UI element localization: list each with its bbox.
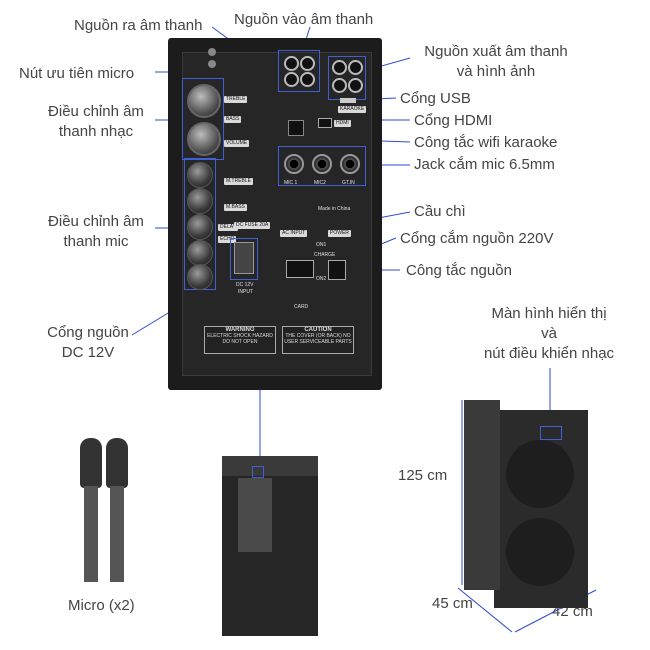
label-depth: 45 cm bbox=[432, 595, 473, 612]
m-treble-tag: M.TREBLE bbox=[224, 178, 254, 185]
warning-text: ELECTRIC SHOCK HAZARD DO NOT OPEN bbox=[207, 333, 273, 345]
power-tag: POWER bbox=[328, 230, 351, 237]
speaker-woofer-top bbox=[506, 440, 574, 508]
power-switch[interactable] bbox=[328, 260, 346, 280]
mic-priority-button[interactable] bbox=[208, 48, 216, 56]
label-power-port: Cổng cắm nguồn 220V bbox=[400, 230, 554, 247]
label-display: Màn hình hiển thị và nút điều khiển nhạc bbox=[464, 304, 634, 364]
card-label: CARD bbox=[294, 304, 309, 310]
m-treble-knob[interactable] bbox=[187, 188, 213, 214]
caution-title: CAUTION bbox=[304, 327, 332, 333]
dc-input-label-1: DC 12V bbox=[236, 282, 254, 288]
display-highlight bbox=[540, 426, 562, 440]
bass-tag: BASS bbox=[224, 116, 242, 123]
echo-tag: ECHO bbox=[218, 236, 237, 243]
mic2-jack[interactable] bbox=[312, 154, 332, 174]
speaker-back-top bbox=[222, 456, 318, 476]
label-mic-adjust-line1: Điều chỉnh âm bbox=[48, 213, 144, 230]
label-mic-adjust: Điều chỉnh âm thanh mic bbox=[30, 212, 162, 252]
label-usb: Cổng USB bbox=[400, 90, 471, 107]
label-power-switch: Công tắc nguồn bbox=[406, 262, 512, 279]
dc-highlight bbox=[230, 238, 258, 280]
rear-panel: KARAOKE TREBLE BASS VOLUME HDMI MIC 1 MI… bbox=[168, 38, 382, 390]
rca-av-3[interactable] bbox=[332, 78, 347, 93]
label-music-adjust: Điều chỉnh âm thanh nhạc bbox=[30, 102, 162, 142]
caution-text: THE COVER (OR BACK) NO USER SERVICEABLE … bbox=[284, 333, 352, 345]
rca-in-left[interactable] bbox=[284, 56, 299, 71]
label-fuse: Cầu chì bbox=[414, 203, 466, 220]
m-bass-tag: M.BASS bbox=[224, 204, 247, 211]
rca-av-1[interactable] bbox=[332, 60, 347, 75]
rca-av-2[interactable] bbox=[348, 60, 363, 75]
dc-fuse-tag: DC FUSE 20A bbox=[234, 222, 271, 229]
music-knobs-highlight bbox=[182, 78, 224, 160]
echo-knob[interactable] bbox=[187, 240, 213, 266]
on1-label: ON1 bbox=[316, 242, 327, 248]
usb-port[interactable] bbox=[340, 98, 356, 103]
mic-volume-knob[interactable] bbox=[187, 162, 213, 188]
wifi-karaoke-switch[interactable] bbox=[288, 120, 304, 136]
mic-jack-highlight bbox=[278, 146, 366, 186]
mic1-body bbox=[84, 486, 98, 582]
label-mic-jack: Jack cắm mic 6.5mm bbox=[414, 156, 555, 173]
label-audio-in: Nguồn vào âm thanh bbox=[234, 11, 374, 28]
label-music-adjust-line1: Điều chỉnh âm bbox=[48, 103, 144, 120]
mic1-head bbox=[80, 438, 102, 488]
mic1-jack[interactable] bbox=[284, 154, 304, 174]
label-av-out-line1: Nguồn xuất âm thanh bbox=[424, 43, 568, 60]
made-in-label: Made in China bbox=[318, 206, 351, 212]
dc-input-label-2: INPUT bbox=[238, 289, 253, 295]
speaker-back-panel bbox=[238, 478, 272, 552]
rca-out-right[interactable] bbox=[300, 72, 315, 87]
hdmi-tag: HDMI bbox=[334, 120, 351, 127]
label-wifi-switch: Công tắc wifi karaoke bbox=[414, 134, 558, 151]
speaker-woofer-bottom bbox=[506, 518, 574, 586]
mic2-body bbox=[110, 486, 124, 582]
caution-box: CAUTION THE COVER (OR BACK) NO USER SERV… bbox=[282, 326, 354, 354]
mic2-label: MIC2 bbox=[314, 180, 326, 186]
speaker-back-highlight bbox=[252, 466, 264, 478]
label-dc-port: Cổng nguồn DC 12V bbox=[38, 323, 138, 363]
mic2-head bbox=[106, 438, 128, 488]
label-av-out-line2: và hình ảnh bbox=[456, 63, 536, 80]
label-mic-adjust-line2: thanh mic bbox=[63, 233, 129, 250]
label-height: 125 cm bbox=[398, 467, 448, 484]
volume-tag: VOLUME bbox=[224, 140, 250, 147]
charge-label: CHARGE bbox=[314, 252, 336, 258]
bass-knob[interactable] bbox=[187, 122, 221, 156]
gtin-jack[interactable] bbox=[340, 154, 360, 174]
karaoke-tag: KARAOKE bbox=[338, 106, 367, 113]
label-av-out: Nguồn xuất âm thanh và hình ảnh bbox=[414, 42, 578, 82]
rca-in-right[interactable] bbox=[300, 56, 315, 71]
warning-box: WARNING ELECTRIC SHOCK HAZARD DO NOT OPE… bbox=[204, 326, 276, 354]
speaker-side bbox=[464, 400, 500, 590]
label-micro: Micro (x2) bbox=[68, 597, 135, 614]
label-dc-port-line1: Cổng nguồn bbox=[47, 324, 129, 341]
warning-title: WARNING bbox=[225, 327, 255, 333]
label-mic-priority: Nút ưu tiên micro bbox=[19, 65, 135, 82]
delay-tag: DELAY bbox=[218, 224, 239, 231]
label-audio-out: Nguồn ra âm thanh bbox=[74, 17, 203, 34]
gtin-label: GT.IN bbox=[342, 180, 355, 186]
on2-label: ON2 bbox=[316, 276, 327, 282]
mic-priority-button-2[interactable] bbox=[208, 60, 216, 68]
mic1-label: MIC 1 bbox=[284, 180, 298, 186]
treble-knob[interactable] bbox=[187, 84, 221, 118]
rca-out-left[interactable] bbox=[284, 72, 299, 87]
label-display-line2: và bbox=[541, 325, 557, 342]
label-music-adjust-line2: thanh nhạc bbox=[58, 123, 134, 140]
ac-input-tag: AC INPUT bbox=[280, 230, 308, 237]
label-hdmi: Cổng HDMI bbox=[414, 112, 493, 129]
label-dc-port-line2: DC 12V bbox=[61, 344, 115, 361]
ac-220v-port[interactable] bbox=[286, 260, 314, 278]
delay-knob[interactable] bbox=[187, 264, 213, 290]
treble-tag: TREBLE bbox=[224, 96, 248, 103]
dc-12v-input[interactable] bbox=[234, 242, 254, 274]
label-display-line1: Màn hình hiển thị bbox=[491, 305, 607, 322]
label-display-line3: nút điều khiển nhạc bbox=[483, 345, 615, 362]
audio-in-highlight bbox=[278, 50, 320, 92]
m-bass-knob[interactable] bbox=[187, 214, 213, 240]
rca-av-4[interactable] bbox=[348, 78, 363, 93]
hdmi-port[interactable] bbox=[318, 118, 332, 128]
